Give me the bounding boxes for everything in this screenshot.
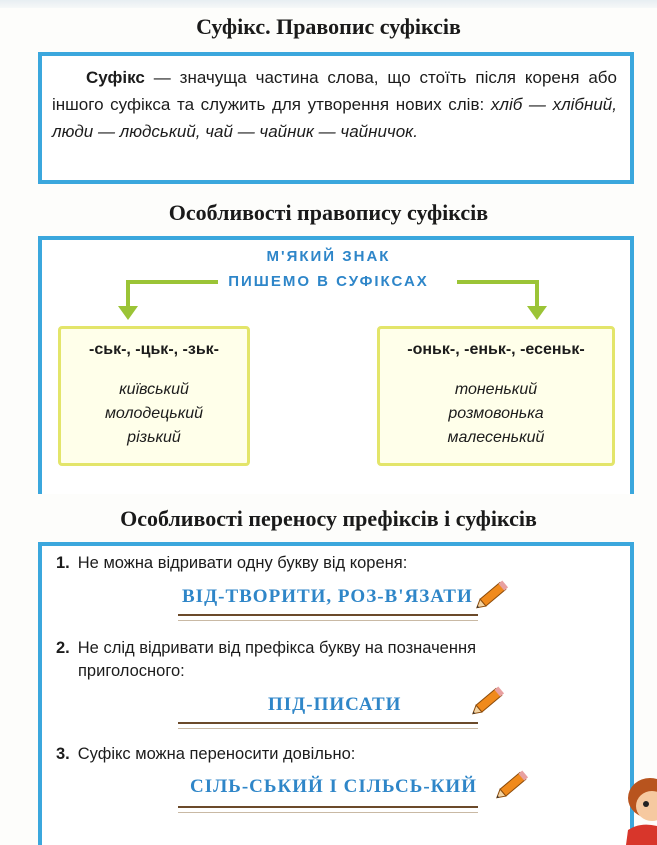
top-strip: [0, 0, 657, 8]
rule-3-example: СІЛЬ-СЬКИЙ І СІЛЬСЬ-КИЙ: [190, 776, 477, 797]
rule-2-text: Не слід відривати від префікса букву на …: [77, 639, 477, 657]
rule-2-underline: [178, 722, 478, 724]
right-word-2: розмовонька: [448, 405, 544, 422]
right-arrow-icon: [457, 280, 547, 320]
rule-1-example: ВІД-ТВОРИТИ, РОЗ-В'ЯЗАТИ: [182, 586, 473, 607]
rule-2-number: 2.: [56, 639, 70, 657]
section2-title: Особливості правопису суфіксів: [168, 200, 489, 225]
right-suffix-card: -оньк-, -еньк-, -есеньк- тоненький розмо…: [377, 326, 615, 466]
rule-3: 3. Суфікс можна переносити довільно:: [56, 742, 355, 766]
left-word-3: різький: [127, 429, 181, 446]
left-suffixes: -ськ-, -цьк-, -зьк-: [89, 341, 219, 358]
section1-title: Суфікс. Правопис суфіксів: [196, 14, 461, 39]
rule-3-text: Суфікс можна переносити довільно:: [77, 745, 356, 763]
cartoon-boy-icon: [626, 778, 657, 845]
section3-title: Особливості переносу префіксів і суфіксі…: [120, 506, 537, 531]
rule-1: 1. Не можна відривати одну букву від коре…: [56, 551, 407, 575]
banner-line2: ПИШЕМО В СУФІКСАХ: [228, 273, 429, 290]
pencil-icon: [472, 686, 505, 715]
definition-box: [38, 52, 634, 184]
rule-1-underline: [178, 614, 478, 616]
right-word-3: малесенький: [447, 429, 545, 446]
banner-line1: М'ЯКИЙ ЗНАК: [266, 248, 391, 265]
transfer-box: [38, 542, 634, 845]
pencil-icon: [496, 770, 529, 799]
rule-1-number: 1.: [56, 554, 70, 572]
rule-3-underline-2: [178, 812, 478, 813]
rule-1-text: Не можна відривати одну букву від кореня…: [77, 554, 408, 572]
rule-2: 2. Не слід відривати від префікса букву н…: [56, 636, 476, 660]
right-suffixes: -оньк-, -еньк-, -есеньк-: [407, 341, 585, 358]
rule-3-underline: [178, 806, 478, 808]
definition-body: — значуща частина слова, що стоїть після…: [52, 68, 617, 114]
definition-examples: хліб — хлібний, люди — людський, чай — ч…: [52, 95, 617, 141]
left-suffix-card: -ськ-, -цьк-, -зьк- київський молодецьки…: [58, 326, 250, 466]
rule-2-underline-2: [178, 728, 478, 729]
rule-2-text-cont: приголосного:: [78, 662, 185, 680]
left-word-2: молодецький: [104, 405, 204, 422]
right-word-1: тоненький: [454, 381, 538, 398]
rule-2-example: ПІД-ПИСАТИ: [268, 694, 402, 715]
definition-text: Суфікс — значуща частина слова, що стоїт…: [52, 64, 617, 145]
left-word-1: київський: [119, 381, 189, 398]
rule-3-number: 3.: [56, 745, 70, 763]
left-arrow-icon: [118, 280, 218, 320]
pencil-icon: [476, 580, 509, 609]
definition-term: Суфікс: [86, 68, 145, 87]
rule-1-underline-2: [178, 620, 478, 621]
